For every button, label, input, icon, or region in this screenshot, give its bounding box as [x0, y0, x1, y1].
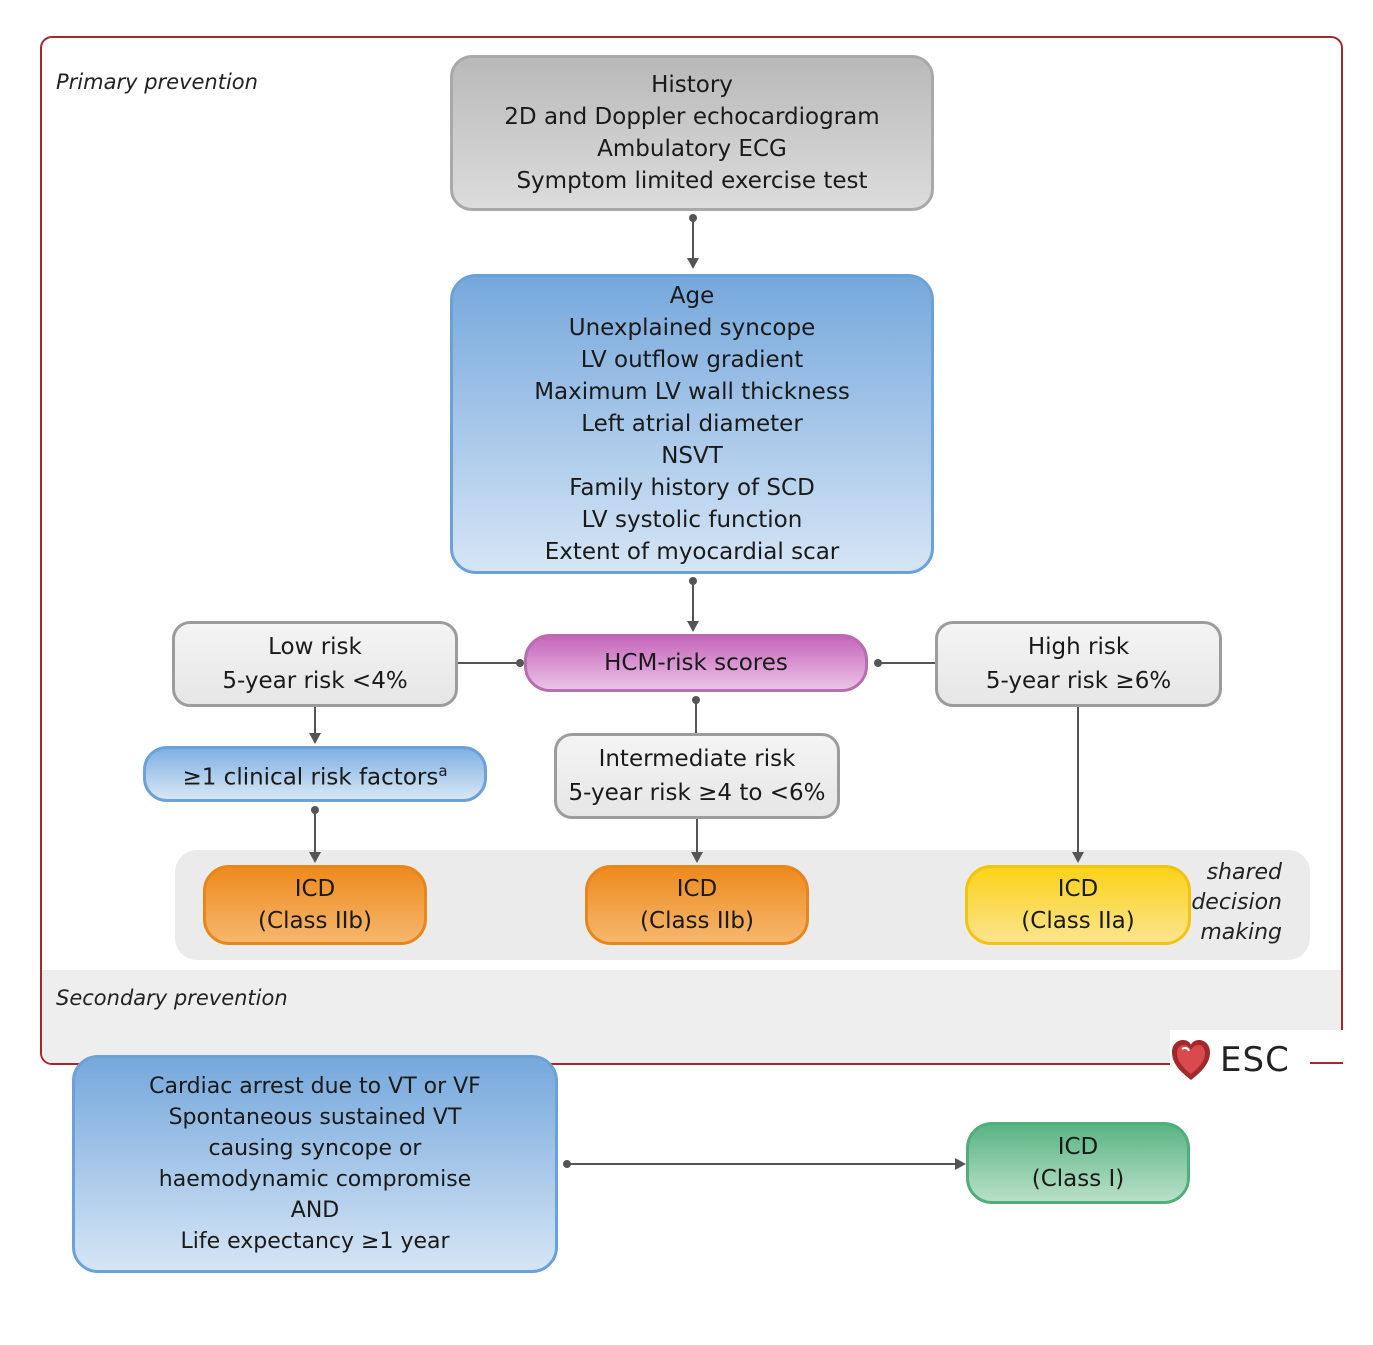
risk-factor-item: NSVT: [661, 443, 723, 469]
icd-class: (Class IIb): [640, 908, 754, 934]
history-line: Symptom limited exercise test: [516, 168, 868, 194]
connector-line: [567, 1163, 957, 1165]
arrowhead: [955, 1158, 966, 1170]
diagram-frame: [40, 36, 1343, 1065]
icd-class: (Class I): [1031, 1166, 1125, 1192]
connector-line: [695, 700, 697, 734]
history-line: History: [651, 72, 733, 98]
clinical-risk-factors-box: ≥1 clinical risk factorsa: [143, 746, 487, 802]
connector-line: [1077, 707, 1079, 854]
hcm-risk-label: HCM-risk scores: [604, 650, 788, 676]
connector-line: [458, 662, 520, 664]
low-risk-line: Low risk: [268, 634, 362, 660]
connector-line: [692, 218, 694, 260]
history-line: Ambulatory ECG: [597, 136, 787, 162]
risk-factor-item: LV systolic function: [581, 507, 803, 533]
secondary-criteria-line: causing syncope or: [208, 1136, 422, 1161]
connector-line: [314, 707, 316, 735]
icd-class: (Class IIa): [1021, 908, 1135, 934]
secondary-criteria-line: Cardiac arrest due to VT or VF: [149, 1074, 481, 1099]
icd-label: ICD: [294, 876, 336, 902]
icd-class: (Class IIb): [258, 908, 372, 934]
arrowhead: [309, 852, 321, 863]
high-risk-box: High risk 5-year risk ≥6%: [935, 621, 1222, 707]
risk-factor-item: Extent of myocardial scar: [544, 539, 840, 565]
clinical-risk-factors-label: ≥1 clinical risk factorsa: [182, 755, 447, 794]
secondary-criteria-line: AND: [290, 1198, 340, 1223]
intermediate-risk-line: Intermediate risk: [598, 746, 796, 772]
arrowhead: [687, 258, 699, 269]
heart-icon: [1172, 1040, 1210, 1080]
risk-factor-item: Maximum LV wall thickness: [534, 379, 850, 405]
secondary-criteria-box: Cardiac arrest due to VT or VF Spontaneo…: [72, 1055, 558, 1273]
risk-factor-item: LV outflow gradient: [580, 347, 804, 373]
shared-decision-word: decision: [1191, 890, 1282, 915]
risk-factors-box: Age Unexplained syncope LV outflow gradi…: [450, 274, 934, 574]
connector-line: [878, 662, 935, 664]
shared-decision-making-label: shared decision making: [1190, 858, 1282, 948]
shared-decision-word: shared: [1206, 860, 1282, 885]
connector-line: [696, 819, 698, 854]
frame-line: [1310, 1062, 1343, 1064]
secondary-criteria-line: haemodynamic compromise: [158, 1167, 472, 1192]
icd-high-risk-box: ICD (Class IIa): [965, 865, 1191, 945]
intermediate-risk-line: 5-year risk ≥4 to <6%: [568, 780, 826, 806]
icd-label: ICD: [676, 876, 718, 902]
arrowhead: [691, 852, 703, 863]
icd-intermediate-risk-box: ICD (Class IIb): [585, 865, 809, 945]
icd-secondary-box: ICD (Class I): [966, 1122, 1190, 1204]
high-risk-line: 5-year risk ≥6%: [985, 668, 1172, 694]
arrowhead: [309, 733, 321, 744]
secondary-criteria-line: Spontaneous sustained VT: [168, 1105, 462, 1130]
secondary-prevention-label: Secondary prevention: [56, 986, 288, 1010]
history-box: History 2D and Doppler echocardiogram Am…: [450, 55, 934, 211]
arrowhead: [687, 621, 699, 632]
low-risk-line: 5-year risk <4%: [222, 668, 408, 694]
primary-prevention-label: Primary prevention: [56, 70, 258, 94]
icd-low-risk-box: ICD (Class IIb): [203, 865, 427, 945]
shared-decision-word: making: [1200, 920, 1282, 945]
esc-logo: ESC: [1170, 1030, 1345, 1090]
icd-label: ICD: [1057, 1134, 1099, 1160]
connector-dot: [516, 659, 524, 667]
history-line: 2D and Doppler echocardiogram: [504, 104, 880, 130]
risk-factor-item: Family history of SCD: [569, 475, 815, 501]
arrowhead: [1072, 852, 1084, 863]
icd-label: ICD: [1057, 876, 1099, 902]
risk-factor-item: Unexplained syncope: [568, 315, 816, 341]
esc-logo-text: ESC: [1220, 1040, 1290, 1080]
low-risk-box: Low risk 5-year risk <4%: [172, 621, 458, 707]
intermediate-risk-box: Intermediate risk 5-year risk ≥4 to <6%: [554, 733, 840, 819]
connector-line: [314, 810, 316, 854]
risk-factor-item: Left atrial diameter: [581, 411, 803, 437]
secondary-criteria-line: Life expectancy ≥1 year: [180, 1229, 450, 1254]
high-risk-line: High risk: [1027, 634, 1130, 660]
secondary-prevention-panel: [42, 970, 1341, 1063]
hcm-risk-scores-box: HCM-risk scores: [524, 634, 868, 692]
risk-factor-item: Age: [669, 283, 715, 309]
connector-line: [692, 581, 694, 623]
clinical-risk-factors-text: ≥1 clinical risk factors: [182, 764, 439, 791]
footnote-marker: a: [438, 761, 448, 780]
